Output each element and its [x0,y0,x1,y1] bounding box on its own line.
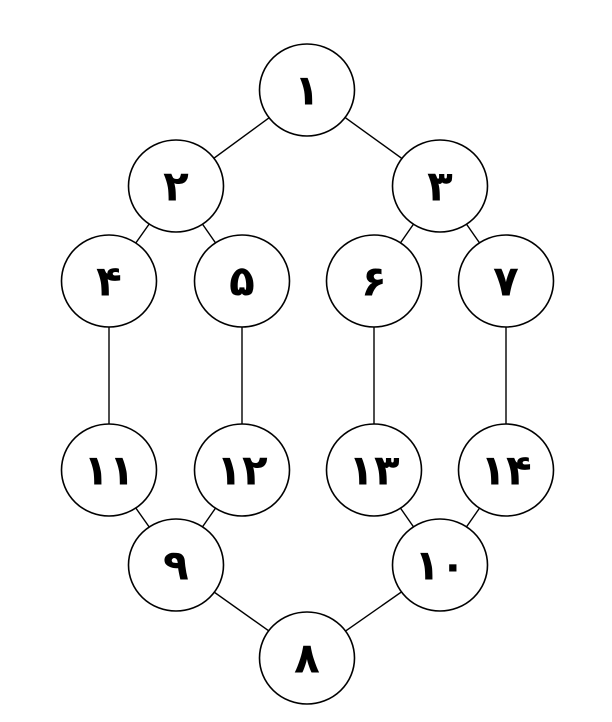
node-label-6: ۶ [361,257,387,306]
node-circle-10 [391,518,489,612]
graph-node-4: ۴ [60,234,158,328]
graph-node-13: ۱۳ [325,423,423,517]
graph-node-10: ۱۰ [391,518,489,612]
node-label-1: ۱ [294,66,320,115]
node-circle-11 [60,423,158,517]
node-label-5: ۵ [229,257,255,306]
node-circle-1 [258,43,356,137]
graph-node-7: ۷ [457,234,555,328]
graph-node-5: ۵ [193,234,291,328]
graph-node-2: ۲ [127,139,225,233]
node-label-9: ۹ [163,541,189,590]
node-circle-9 [127,518,225,612]
node-label-13: ۱۳ [348,446,400,495]
node-label-4: ۴ [96,257,122,306]
graph-node-6: ۶ [325,234,423,328]
node-label-7: ۷ [493,257,519,306]
node-circle-13 [325,423,423,517]
graph-node-8: ۸ [258,611,356,705]
node-circle-8 [258,611,356,705]
node-label-8: ۸ [294,634,320,683]
node-circle-2 [127,139,225,233]
node-circle-5 [193,234,291,328]
graph-node-3: ۳ [391,139,489,233]
node-label-12: ۱۲ [216,446,268,495]
node-circle-14 [457,423,555,517]
node-label-2: ۲ [163,162,189,211]
node-label-14: ۱۴ [480,446,531,495]
node-circle-3 [391,139,489,233]
graph-node-11: ۱۱ [60,423,158,517]
node-label-10: ۱۰ [414,541,465,590]
node-label-11: ۱۱ [83,446,134,495]
graph-node-1: ۱ [258,43,356,137]
node-circle-12 [193,423,291,517]
graph-node-12: ۱۲ [193,423,291,517]
node-circle-6 [325,234,423,328]
graph-node-9: ۹ [127,518,225,612]
graph-node-14: ۱۴ [457,423,555,517]
node-circle-4 [60,234,158,328]
node-circle-7 [457,234,555,328]
node-label-3: ۳ [427,162,453,211]
